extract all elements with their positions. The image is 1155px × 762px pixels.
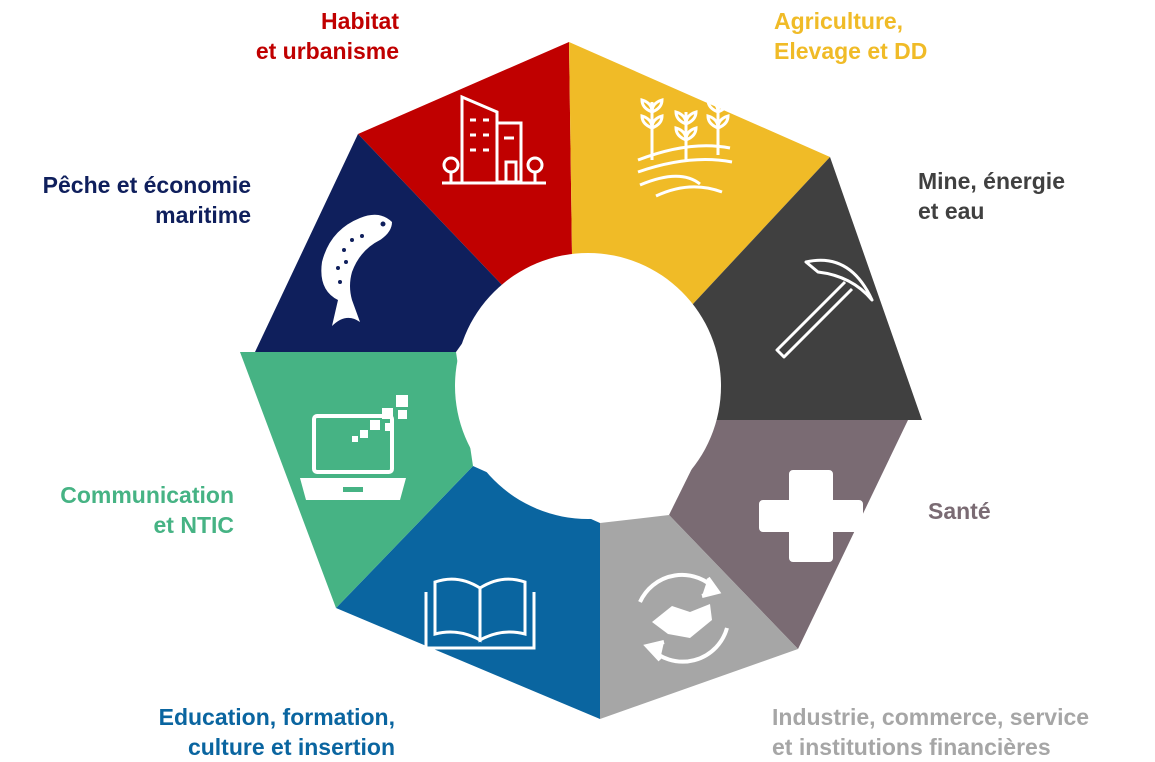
label-industrie-line1: Industrie, commerce, service (772, 704, 1090, 730)
building-icon (442, 94, 546, 185)
label-sante: Santé (928, 496, 991, 526)
label-education-line1: Education, formation, (158, 704, 395, 730)
label-habitat-line1: Habitat (321, 8, 399, 34)
fish-icon (321, 214, 392, 326)
segment-mine (692, 157, 922, 420)
label-peche: Pêche et économie maritime (43, 170, 251, 230)
medical-cross-icon (759, 470, 863, 562)
label-industrie-line2: et institutions financières (772, 734, 1051, 760)
wheat-field-icon (637, 97, 733, 198)
label-agriculture-line2: Elevage et DD (774, 38, 928, 64)
label-communication-line2: et NTIC (153, 512, 235, 538)
label-habitat: Habitat et urbanisme (256, 6, 399, 66)
label-education: Education, formation, culture et inserti… (159, 702, 395, 762)
laptop-icon (300, 395, 408, 500)
label-mine-line1: Mine, énergie (918, 168, 1065, 194)
label-mine: Mine, énergie et eau (918, 166, 1065, 226)
pickaxe-icon (775, 258, 874, 359)
segment-habitat (358, 42, 572, 286)
segment-education (336, 466, 600, 719)
label-mine-line2: et eau (918, 198, 985, 224)
label-agriculture-line1: Agriculture, (774, 8, 904, 34)
segment-agriculture (569, 42, 830, 305)
label-habitat-line2: et urbanisme (255, 38, 399, 64)
segment-peche (255, 134, 503, 352)
handshake-cycle-icon (638, 572, 729, 664)
label-communication-line1: Communication (60, 482, 234, 508)
label-communication: Communication et NTIC (60, 480, 234, 540)
label-sante-line1: Santé (928, 498, 991, 524)
label-peche-line2: maritime (155, 202, 251, 228)
center-hole (455, 253, 721, 519)
open-book-icon (424, 577, 536, 650)
label-agriculture: Agriculture, Elevage et DD (774, 6, 927, 66)
label-peche-line1: Pêche et économie (42, 172, 251, 198)
segment-sante (669, 420, 908, 649)
label-education-line2: culture et insertion (187, 734, 395, 760)
label-industrie: Industrie, commerce, service et institut… (772, 702, 1089, 762)
